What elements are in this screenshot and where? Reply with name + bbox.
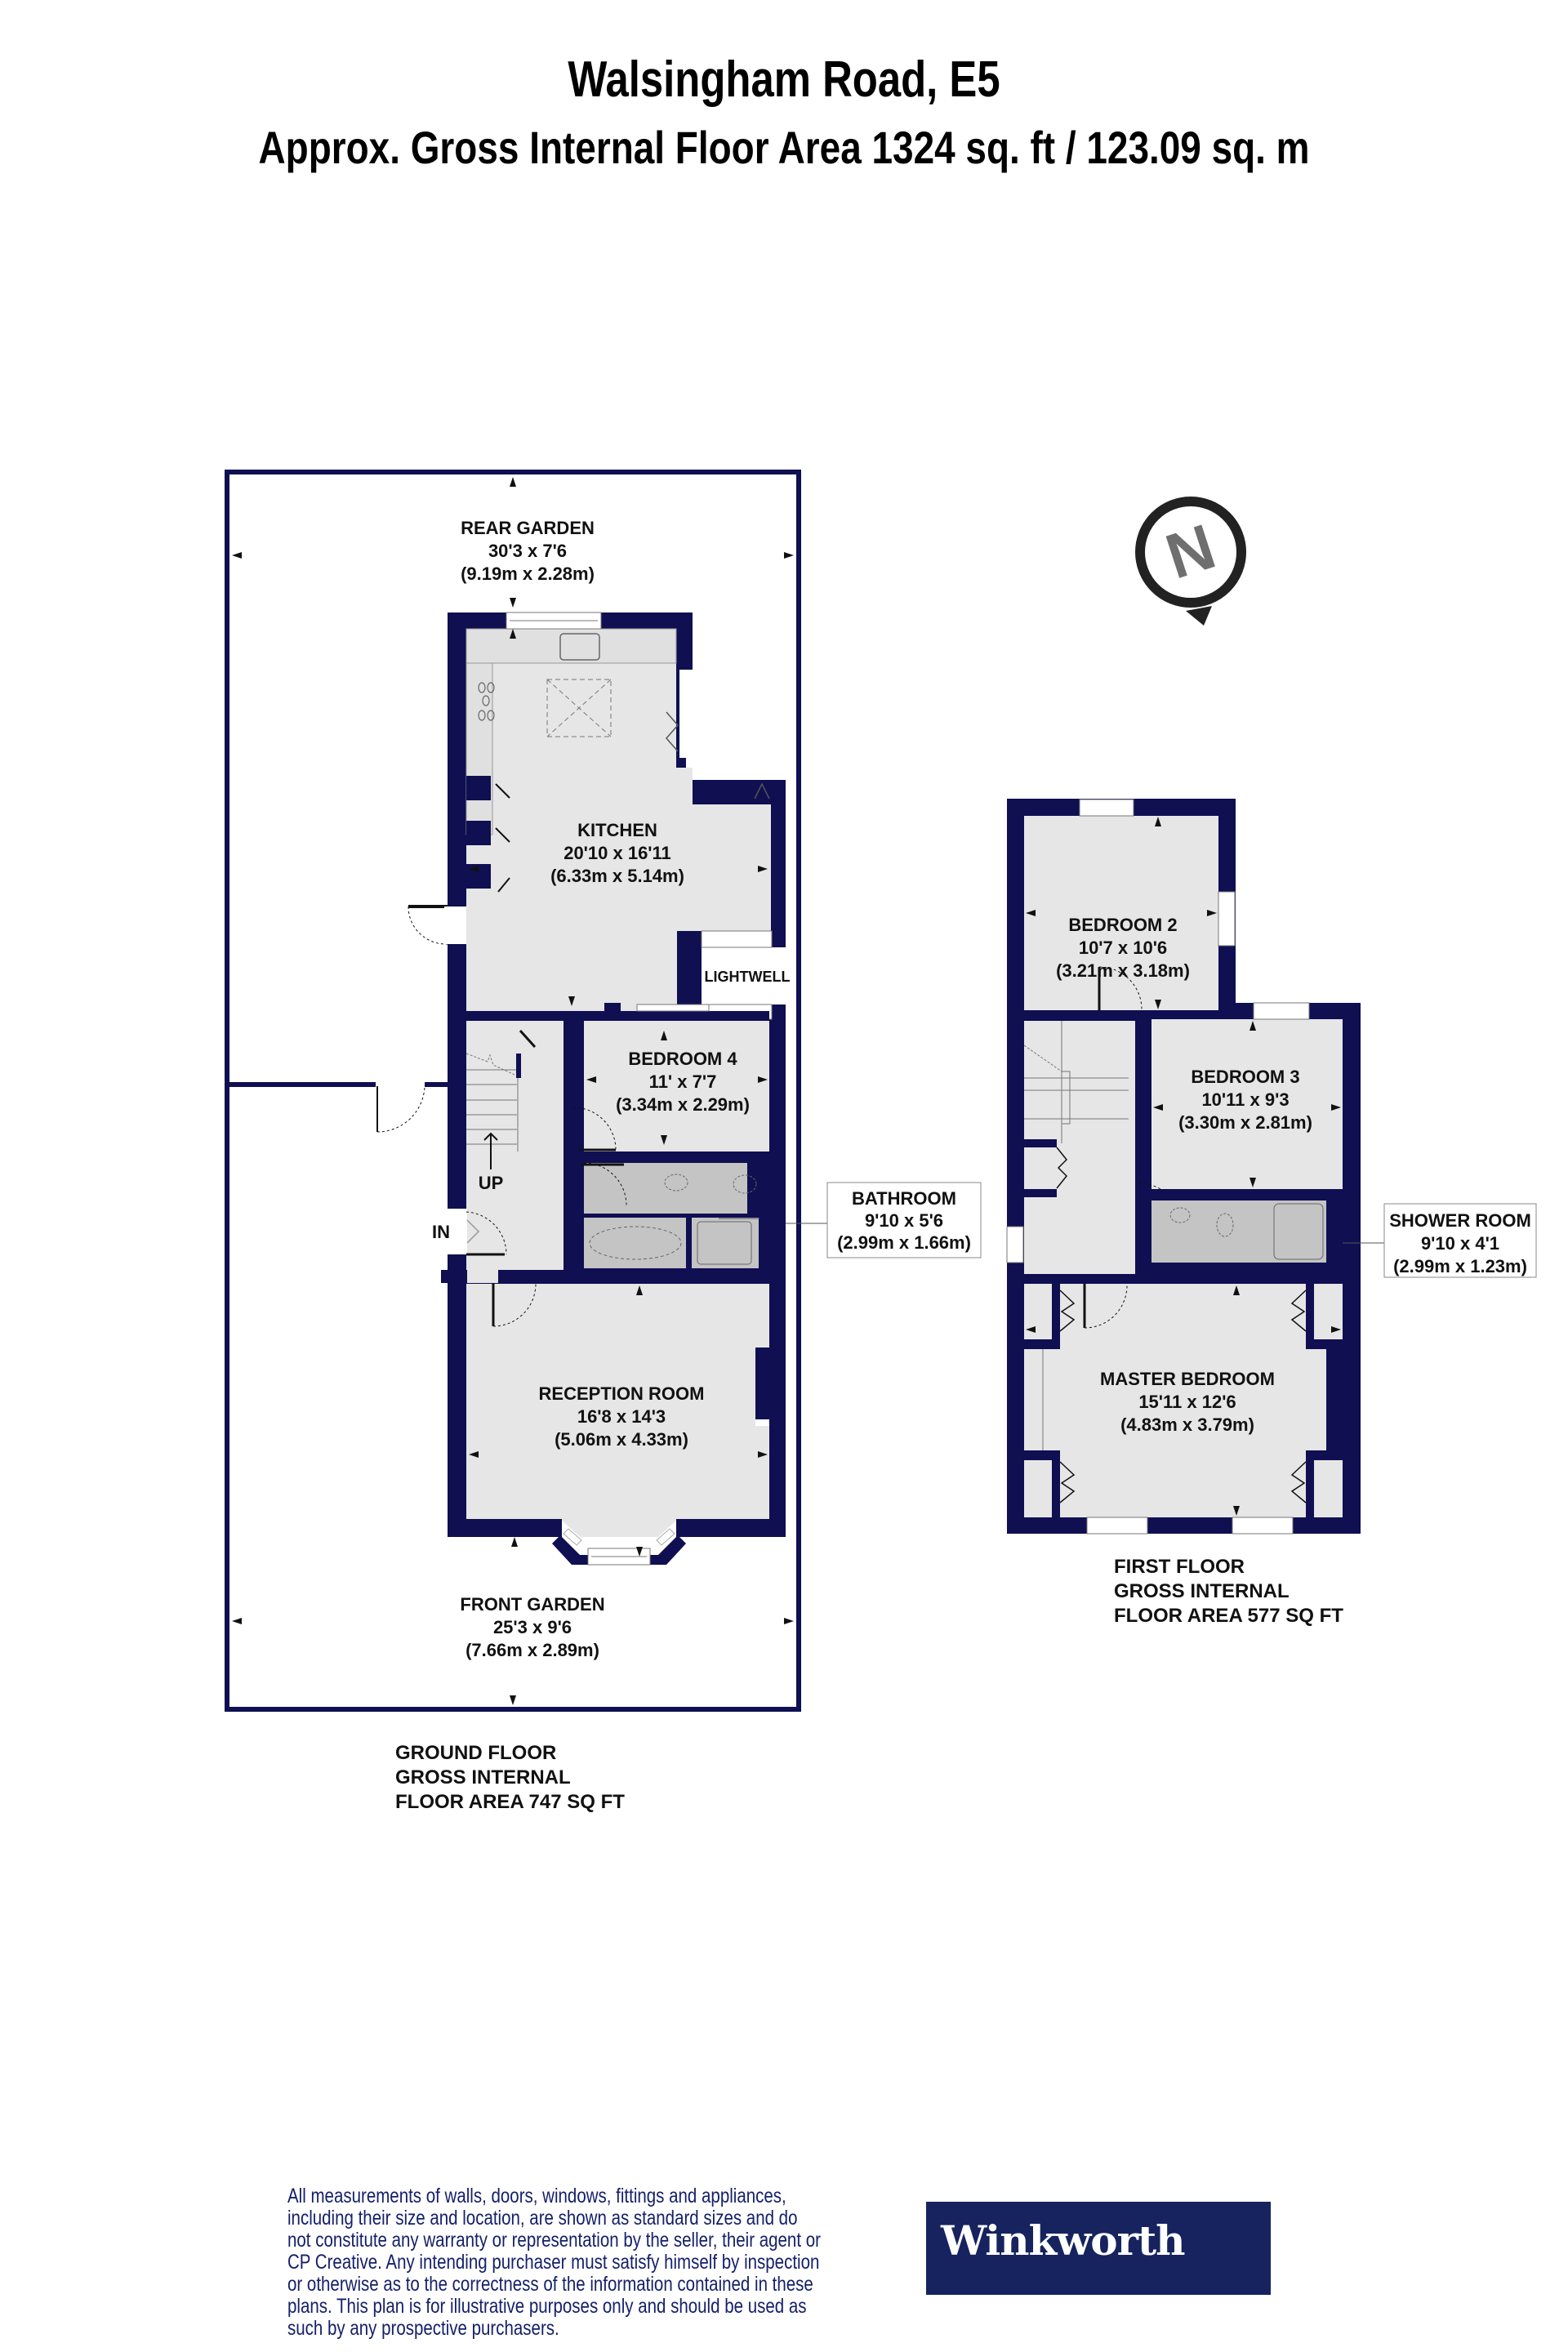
bedroom-2-floor xyxy=(1024,816,1218,1010)
room-dimensions-imperial: 30'3 x 7'6 xyxy=(488,541,567,561)
toilet-icon xyxy=(733,1174,757,1194)
room-dimensions-metric: (2.99m x 1.23m) xyxy=(1393,1256,1527,1276)
floor-area-value: FLOOR AREA 747 SQ FT xyxy=(395,1791,625,1813)
room-name: KITCHEN xyxy=(577,820,657,840)
floor-area-subtitle: Approx. Gross Internal Floor Area 1324 s… xyxy=(258,122,1310,173)
page-title: Walsingham Road, E5 xyxy=(568,51,1000,108)
disclaimer-text: All measurements of walls, doors, window… xyxy=(287,2185,821,2340)
room-dimensions-metric: (3.34m x 2.29m) xyxy=(616,1094,750,1115)
ground-floor-area-note: GROUND FLOOR GROSS INTERNAL FLOOR AREA 7… xyxy=(395,1741,625,1815)
plot-boundary xyxy=(225,470,801,1712)
bathroom-floor xyxy=(584,1163,747,1214)
room-name: REAR GARDEN xyxy=(461,518,595,538)
room-name: MASTER BEDROOM xyxy=(1100,1369,1275,1389)
bedroom-3-floor xyxy=(1152,1019,1343,1189)
first-floor-area-note: FIRST FLOOR GROSS INTERNAL FLOOR AREA 57… xyxy=(1114,1555,1343,1628)
hallway-floor xyxy=(466,1021,564,1282)
room-name: BEDROOM 2 xyxy=(1068,915,1177,935)
floor-area-caption: GROSS INTERNAL xyxy=(395,1766,571,1788)
floor-area-caption: GROSS INTERNAL xyxy=(1114,1580,1290,1602)
reception-room-floor xyxy=(466,1284,769,1537)
room-dimensions-imperial: 10'11 x 9'3 xyxy=(1201,1089,1289,1110)
room-dimensions-imperial: 15'11 x 12'6 xyxy=(1138,1392,1236,1412)
toilet-icon xyxy=(1216,1213,1234,1237)
basin-icon xyxy=(1169,1207,1191,1223)
room-name: BEDROOM 4 xyxy=(628,1049,737,1069)
room-dimensions-imperial: 10'7 x 10'6 xyxy=(1079,938,1167,958)
floor-area-value: FLOOR AREA 577 SQ FT xyxy=(1114,1605,1343,1627)
shower-room-floor xyxy=(1152,1200,1326,1263)
room-name: BEDROOM 3 xyxy=(1191,1067,1299,1087)
room-dimensions-metric: (4.83m x 3.79m) xyxy=(1120,1414,1254,1435)
floor-name: GROUND FLOOR xyxy=(395,1742,557,1764)
ground-floor-labels: REAR GARDEN 30'3 x 7'6 (9.19m x 2.28m) K… xyxy=(432,518,971,1660)
room-dimensions-imperial: 20'10 x 16'11 xyxy=(564,843,671,863)
hob-icon xyxy=(478,682,495,721)
bath-icon xyxy=(589,1226,682,1260)
brand-name: Winkworth xyxy=(941,2216,1185,2265)
master-bedroom-floor xyxy=(1024,1284,1343,1517)
room-name: SHOWER ROOM xyxy=(1389,1210,1531,1231)
room-dimensions-imperial: 11' x 7'7 xyxy=(649,1071,717,1092)
room-name: RECEPTION ROOM xyxy=(539,1383,705,1404)
floor-name: FIRST FLOOR xyxy=(1114,1556,1245,1578)
room-dimensions-metric: (9.19m x 2.28m) xyxy=(461,564,595,584)
room-name: FRONT GARDEN xyxy=(460,1594,604,1615)
room-dimensions-metric: (3.21m x 3.18m) xyxy=(1056,960,1190,981)
skylight-icon xyxy=(546,679,612,737)
first-floor-labels: BEDROOM 2 10'7 x 10'6 (3.21m x 3.18m) BE… xyxy=(1056,915,1531,1435)
room-dimensions-imperial: 25'3 x 9'6 xyxy=(493,1617,572,1637)
dimension-markers xyxy=(232,477,794,1705)
room-dimensions-metric: (5.06m x 4.33m) xyxy=(555,1429,688,1450)
room-dimensions-metric: (6.33m x 5.14m) xyxy=(550,866,684,886)
room-name: LIGHTWELL xyxy=(705,969,791,985)
shower-tray-icon xyxy=(697,1221,752,1265)
room-dimensions-metric: (2.99m x 1.66m) xyxy=(837,1232,971,1253)
north-compass-icon: N xyxy=(1135,497,1246,626)
bedroom-4-floor xyxy=(584,1021,769,1153)
basin-icon xyxy=(664,1174,688,1192)
ground-floor-plan xyxy=(225,470,982,1712)
room-dimensions-metric: (3.30m x 2.81m) xyxy=(1178,1112,1312,1133)
sink-icon xyxy=(559,633,600,661)
first-floor-plan xyxy=(1006,799,1537,1535)
room-dimensions-imperial: 9'10 x 5'6 xyxy=(865,1210,943,1231)
room-dimensions-metric: (7.66m x 2.89m) xyxy=(466,1640,599,1660)
room-dimensions-imperial: 16'8 x 14'3 xyxy=(577,1406,666,1427)
entrance-label: IN xyxy=(432,1222,450,1242)
kitchen-floor xyxy=(466,629,771,1011)
winkworth-logo: Winkworth xyxy=(926,2202,1271,2295)
room-name: BATHROOM xyxy=(852,1188,956,1209)
staircase xyxy=(466,1053,519,1152)
room-dimensions-imperial: 9'10 x 4'1 xyxy=(1421,1233,1499,1254)
shower-tray-icon xyxy=(1273,1203,1324,1260)
stairs-up-label: UP xyxy=(479,1173,504,1193)
